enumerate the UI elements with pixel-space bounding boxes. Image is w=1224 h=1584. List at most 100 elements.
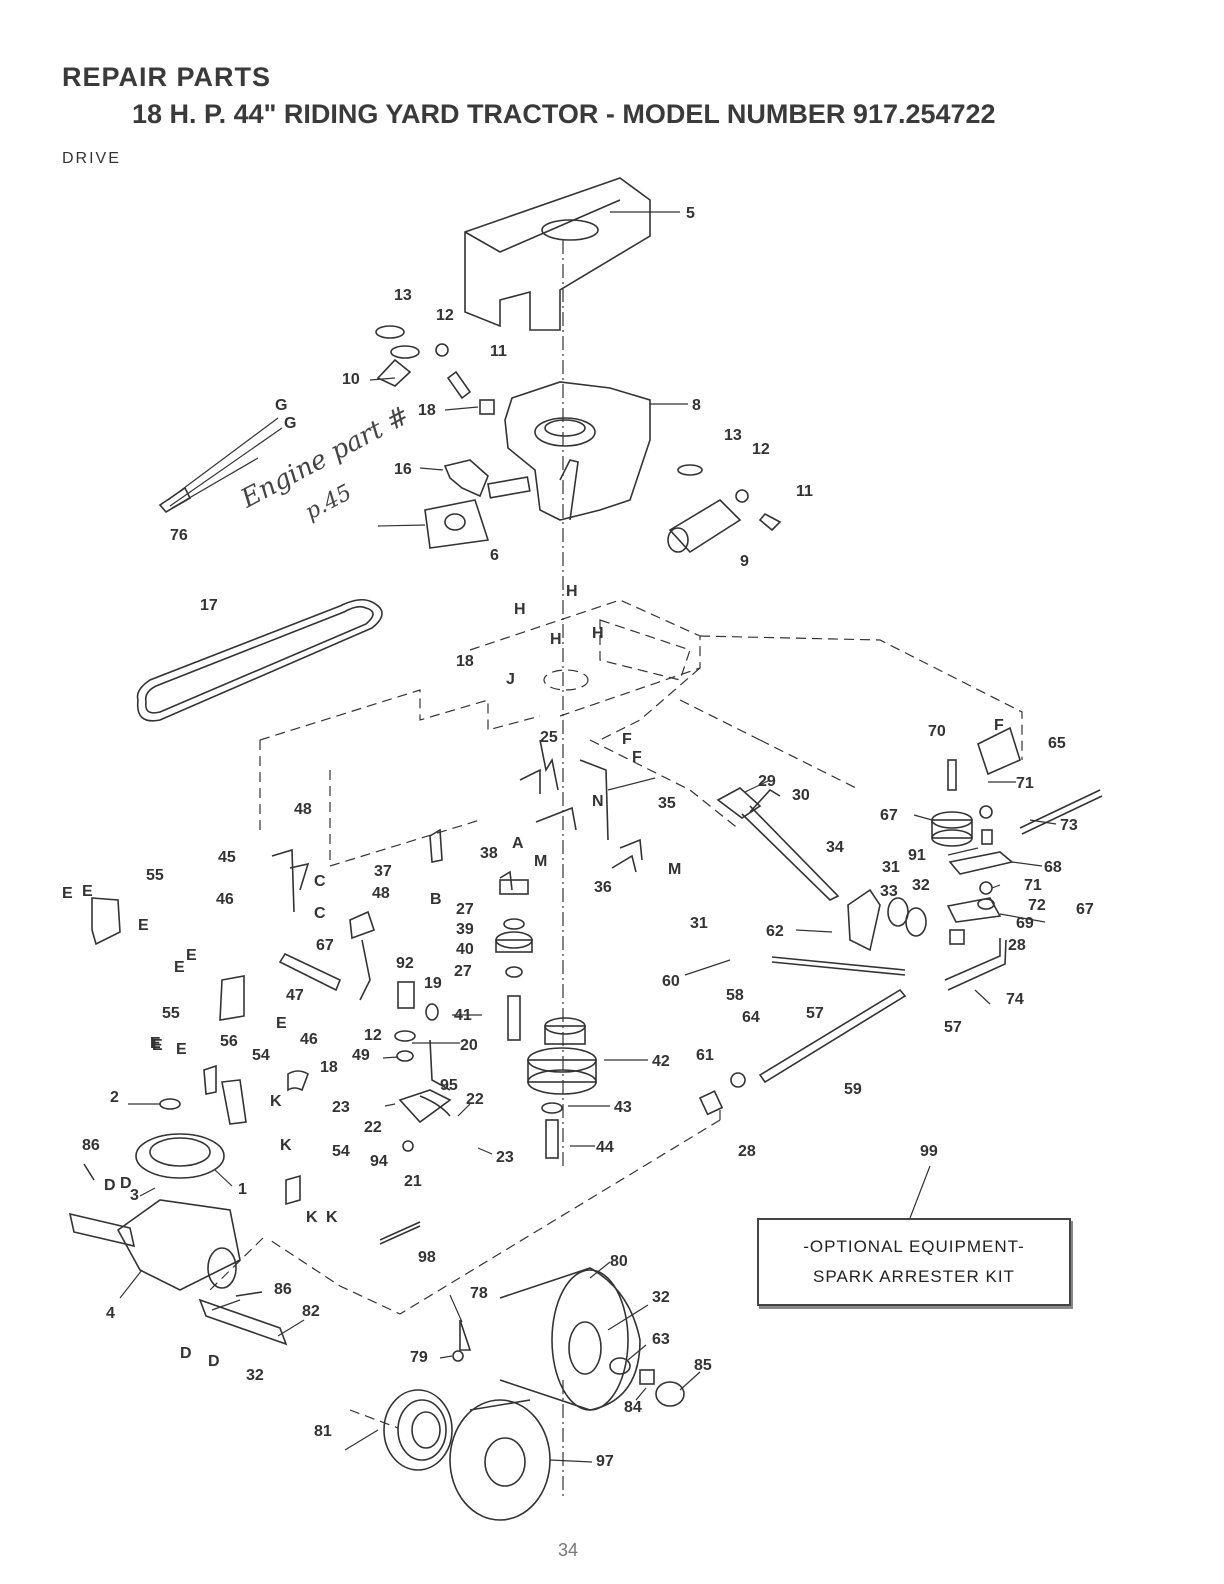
callout-label: 55	[146, 867, 164, 884]
callout-label: 99	[920, 1143, 938, 1160]
callout-label: 81	[314, 1423, 332, 1440]
callout-label: 23	[332, 1099, 350, 1116]
callout-label: 48	[294, 801, 312, 818]
callout-label: 73	[1060, 817, 1078, 834]
callout-label: 27	[454, 963, 472, 980]
transaxle-drawing	[68, 1098, 421, 1346]
callout-label: 32	[246, 1367, 264, 1384]
callout-label: 40	[456, 941, 474, 958]
callout-label: 70	[928, 723, 946, 740]
page-number: 34	[558, 1540, 579, 1560]
callout-label: 18	[456, 653, 474, 670]
callout-label: 76	[170, 527, 188, 544]
callout-label: 5	[686, 205, 695, 222]
callout-label: 71	[1024, 877, 1042, 894]
callout-label: 44	[596, 1139, 614, 1156]
callout-label: 32	[652, 1289, 670, 1306]
callout-label: 2	[110, 1089, 119, 1106]
brake-lever-drawing	[698, 787, 927, 1116]
callout-label: 97	[596, 1453, 614, 1470]
callout-label: 11	[796, 483, 813, 500]
callout-label: D	[180, 1345, 192, 1362]
callout-label: 29	[758, 773, 776, 790]
callout-label: C	[314, 905, 326, 922]
callout-label: 82	[302, 1303, 320, 1320]
callout-label: 86	[274, 1281, 292, 1298]
engine-shroud-drawing	[464, 177, 651, 331]
callout-label: 18	[418, 402, 436, 419]
callout-label: 32	[912, 877, 930, 894]
callout-label: 36	[594, 879, 612, 896]
callout-label: E	[62, 885, 73, 902]
callout-label: 54	[252, 1047, 270, 1064]
left-brackets-drawing	[91, 848, 376, 1206]
callout-label: 45	[218, 849, 236, 866]
callout-label: 64	[742, 1009, 760, 1026]
callout-label: E	[152, 1037, 163, 1054]
callout-label: A	[512, 835, 524, 852]
callout-label: 13	[394, 287, 412, 304]
callout-label: 55	[162, 1005, 180, 1022]
callout-label: 12	[752, 441, 770, 458]
callout-label: 30	[792, 787, 810, 804]
callout-label: 41	[454, 1007, 472, 1024]
callout-label: 78	[470, 1285, 488, 1302]
pedal-linkage-drawing	[429, 739, 643, 891]
spark-arrester-kit-line: SPARK ARRESTER KIT	[813, 1267, 1015, 1286]
handwritten-line-2: p.45	[301, 480, 356, 525]
callout-label: 21	[404, 1173, 422, 1190]
drive-belt-drawing	[136, 598, 383, 722]
throttle-cable-drawing	[158, 417, 283, 514]
callout-label: 65	[1048, 735, 1066, 752]
callout-label: 16	[394, 461, 412, 478]
callout-label: 9	[740, 553, 749, 570]
callout-label: 34	[826, 839, 844, 856]
callout-label: 38	[480, 845, 498, 862]
callout-label: 23	[496, 1149, 514, 1166]
callout-label: 67	[1076, 901, 1094, 918]
callout-label: E	[150, 1035, 161, 1052]
frame-outline	[259, 599, 1023, 867]
exhaust-drawing	[424, 459, 531, 549]
callout-label: H	[514, 601, 526, 618]
leader-lines	[119, 211, 1057, 1463]
callout-label: 47	[286, 987, 304, 1004]
page-title: REPAIR PARTS	[62, 62, 272, 92]
callout-label: 33	[880, 883, 898, 900]
callout-label: E	[174, 959, 185, 976]
callout-label: E	[276, 1015, 287, 1032]
optional-equipment-box: -OPTIONAL EQUIPMENT- SPARK ARRESTER KIT	[757, 1218, 1071, 1306]
front-wheel-drawing	[349, 1389, 551, 1521]
callout-label: 86	[82, 1137, 100, 1154]
callout-label: N	[592, 793, 604, 810]
callout-label: 11	[490, 343, 507, 360]
callout-label: 19	[424, 975, 442, 992]
callout-labels: 5 13 12 11 10 18 8 G G 13 12 11 16 76 6 …	[62, 205, 1094, 1470]
callout-label: D	[104, 1177, 116, 1194]
callout-label: 46	[300, 1031, 318, 1048]
callout-label: 8	[692, 397, 701, 414]
callout-label: 67	[880, 807, 898, 824]
callout-label: C	[314, 873, 326, 890]
callout-label: 61	[696, 1047, 714, 1064]
section-label: DRIVE	[62, 150, 121, 167]
callout-label: 17	[200, 597, 218, 614]
callout-label: 46	[216, 891, 234, 908]
callout-label: B	[430, 891, 442, 908]
rear-wheel-drawing	[452, 1267, 685, 1411]
callout-label: 98	[418, 1249, 436, 1266]
callout-label: F	[994, 717, 1004, 734]
callout-label: 6	[490, 547, 499, 564]
callout-label: 48	[372, 885, 390, 902]
callout-label: H	[566, 583, 578, 600]
callout-label: G	[284, 415, 296, 432]
clutch-linkage-drawing	[394, 981, 452, 1152]
engine-drawing	[479, 381, 651, 521]
callout-label: 28	[738, 1143, 756, 1160]
callout-label: H	[550, 631, 562, 648]
callout-label: 37	[374, 863, 392, 880]
callout-label: K	[326, 1209, 338, 1226]
callout-label: 84	[624, 1399, 642, 1416]
muffler-drawing	[667, 464, 782, 554]
